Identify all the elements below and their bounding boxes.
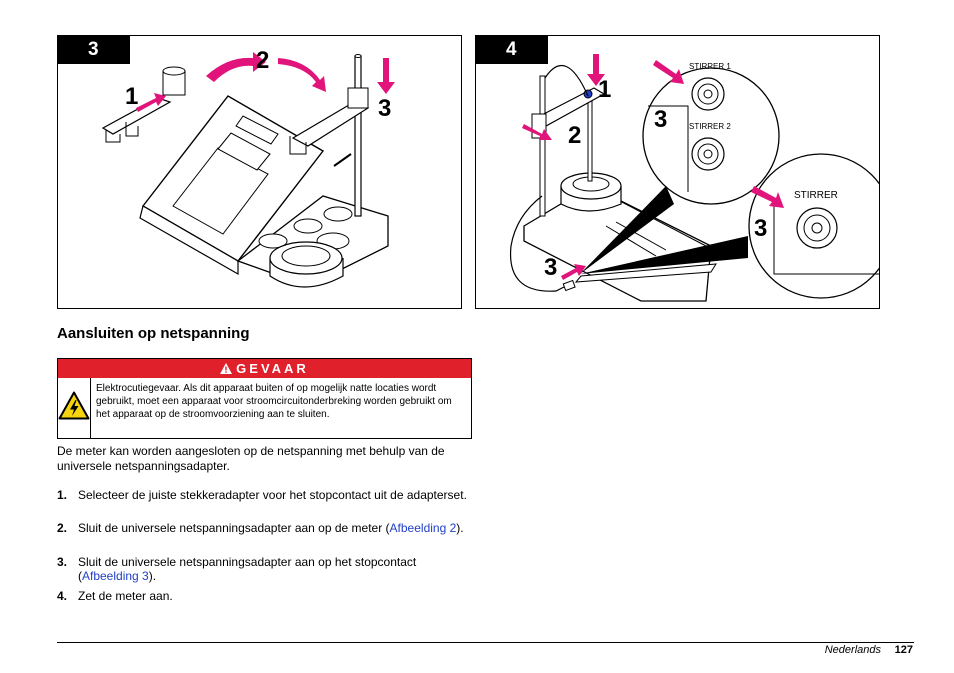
step-number: 2. [57, 521, 68, 535]
danger-label: GEVAAR [236, 361, 309, 376]
callout-3-zoom-2: 3 [754, 215, 768, 242]
callout-2: 2 [568, 122, 582, 149]
step-text: Sluit de universele netspanningsadapter … [78, 521, 472, 535]
step-text-after: ). [456, 521, 464, 535]
step-number: 3. [57, 555, 68, 569]
step-text: Sluit de universele netspanningsadapter … [78, 555, 472, 583]
figure-2-link[interactable]: Afbeelding 2 [389, 521, 457, 535]
page-number: 127 [894, 644, 913, 656]
step-text: Zet de meter aan. [78, 589, 173, 603]
port-label-stirrer-1: STIRRER 1 [689, 62, 731, 71]
figure-4-illustration [509, 54, 879, 302]
figure-3-illustration [101, 52, 395, 288]
step-number: 4. [57, 589, 68, 603]
callout-1: 1 [598, 76, 612, 103]
port-label-stirrer: STIRRER [794, 190, 838, 201]
step-text-after: ). [148, 569, 157, 583]
figure-4: 4 1 2 3 3 3 STIRRER 1 STIRRER 2 STIRRER [475, 35, 880, 309]
section-title: Aansluiten op netspanning [57, 325, 250, 342]
danger-text: Elektrocutiegevaar. Als dit apparaat bui… [96, 383, 452, 420]
figure-number: 3 [58, 36, 130, 64]
warning-triangle-icon [220, 360, 233, 379]
footer-divider [57, 642, 914, 643]
callout-1: 1 [125, 83, 139, 110]
figure-3-link[interactable]: Afbeelding 3 [82, 569, 149, 583]
footer-language: Nederlands [824, 644, 881, 656]
figure-number: 4 [476, 36, 548, 64]
step-text-before: Sluit de universele netspanningsadapter … [78, 555, 417, 583]
danger-notice: GEVAAR Elektrocutiegevaar. Als dit appar… [57, 358, 472, 439]
port-label-stirrer-2: STIRRER 2 [689, 122, 731, 131]
step-text: Selecteer de juiste stekkeradapter voor … [78, 488, 467, 502]
danger-icon-cell [58, 378, 91, 438]
electrical-hazard-icon [58, 391, 90, 425]
callout-3-left: 3 [544, 254, 558, 281]
list-item: 4. Zet de meter aan. [57, 589, 472, 603]
intro-paragraph: De meter kan worden aangesloten op de ne… [57, 444, 445, 473]
figure-3: 3 1 2 3 [57, 35, 462, 309]
callout-2: 2 [256, 47, 270, 74]
list-item: 3. Sluit de universele netspanningsadapt… [57, 555, 472, 583]
callout-3: 3 [378, 95, 392, 122]
list-item: 2. Sluit de universele netspanningsadapt… [57, 521, 472, 535]
step-number: 1. [57, 488, 68, 502]
step-text-before: Sluit de universele netspanningsadapter … [78, 521, 390, 535]
danger-body: Elektrocutiegevaar. Als dit apparaat bui… [58, 378, 471, 438]
list-item: 1. Selecteer de juiste stekkeradapter vo… [57, 488, 472, 502]
danger-header: GEVAAR [58, 359, 471, 378]
callout-3-zoom-1: 3 [654, 106, 668, 133]
